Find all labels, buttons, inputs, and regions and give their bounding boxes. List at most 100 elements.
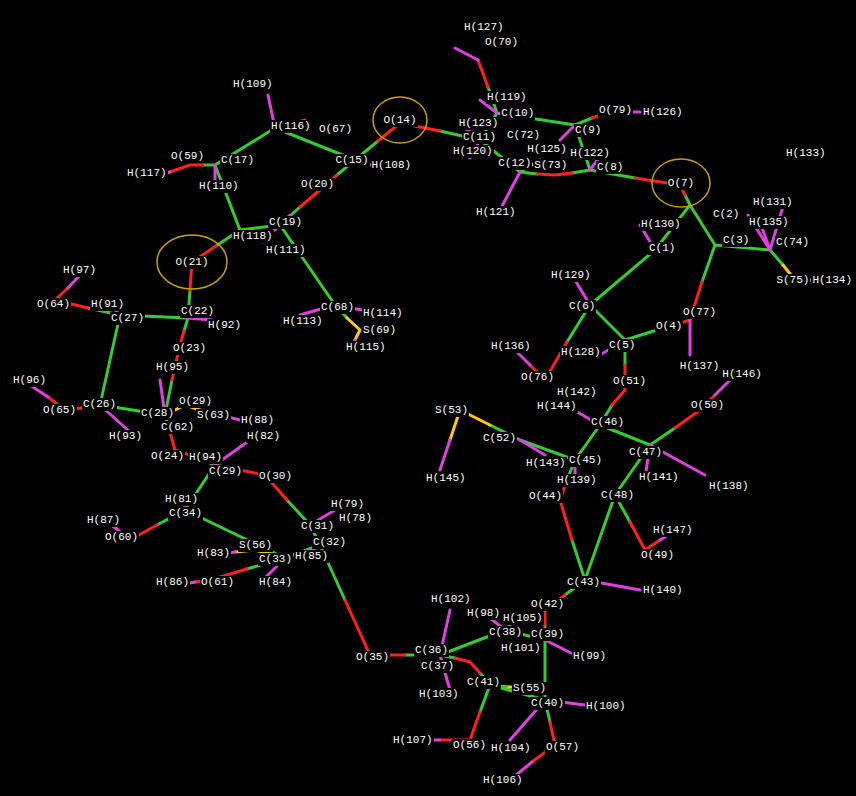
- atom-label: H(123): [458, 117, 500, 130]
- atom-label: H(115): [345, 341, 387, 354]
- atom-label: O(21): [174, 256, 209, 269]
- atom-label: S(75): [775, 274, 810, 287]
- atom-label: H(147): [652, 524, 694, 537]
- atom-label: H(122): [569, 147, 611, 160]
- atom-label: O(70): [484, 36, 519, 49]
- atom-label: H(101): [500, 642, 542, 655]
- atom-label: O(51): [612, 375, 647, 388]
- atom-label: O(49): [640, 549, 675, 562]
- atom-label: C(37): [420, 660, 455, 673]
- atom-label: H(138): [708, 480, 750, 493]
- atom-label: H(105): [502, 612, 544, 625]
- atom-label: C(9): [574, 124, 602, 137]
- atom-label: H(107): [392, 734, 434, 747]
- atom-label: O(76): [520, 371, 555, 384]
- atom-label: H(146): [721, 368, 763, 381]
- atom-label: H(113): [282, 315, 324, 328]
- atom-label: H(95): [155, 361, 190, 374]
- atom-label: O(7): [667, 177, 695, 190]
- atom-label: H(121): [475, 206, 517, 219]
- atom-label: C(2): [712, 208, 740, 221]
- atom-label: O(14): [382, 114, 417, 127]
- atom-label: H(131): [752, 196, 794, 209]
- atom-label: C(10): [500, 107, 535, 120]
- atom-label: H(83): [196, 547, 231, 560]
- ring-outline: [652, 159, 710, 207]
- atom-label: C(28): [140, 407, 175, 420]
- ring-outline: [157, 235, 227, 289]
- atom-label: H(97): [62, 264, 97, 277]
- atom-label: H(119): [486, 91, 528, 104]
- atom-label: O(20): [300, 178, 335, 191]
- atom-label: C(17): [220, 154, 255, 167]
- atom-label: C(45): [568, 454, 603, 467]
- atom-label: O(60): [104, 531, 139, 544]
- atom-label: O(24): [150, 450, 185, 463]
- hydrogen-bonds: [30, 48, 825, 780]
- atom-label: O(57): [545, 741, 580, 754]
- atom-label: O(44): [528, 490, 563, 503]
- atom-label: C(48): [600, 489, 635, 502]
- sulfur-bonds: [175, 160, 810, 688]
- atom-label: H(87): [86, 514, 121, 527]
- atom-label: H(84): [258, 576, 293, 589]
- atom-label: H(104): [490, 742, 532, 755]
- highlight-ring: O(14): [372, 96, 428, 144]
- atom-label: C(46): [590, 416, 625, 429]
- atom-label: S(55): [512, 682, 547, 695]
- highlight-ring: O(7): [651, 158, 711, 208]
- atom-label: H(117): [126, 167, 168, 180]
- atom-label: H(114): [362, 307, 404, 320]
- atom-label: H(100): [585, 700, 627, 713]
- atom-label: H(88): [240, 414, 275, 427]
- carbon-bonds: [82, 87, 783, 722]
- atom-label: O(67): [318, 123, 353, 136]
- atom-label: O(59): [170, 150, 205, 163]
- atom-label: H(144): [536, 400, 578, 413]
- atom-label: C(62): [160, 421, 195, 434]
- atom-label: O(79): [598, 104, 633, 117]
- atom-label: H(85): [294, 550, 329, 563]
- atom-label: C(38): [488, 626, 523, 639]
- oxygen-bonds: [48, 60, 715, 762]
- atom-label: O(30): [258, 470, 293, 483]
- atom-label: O(4): [655, 320, 683, 333]
- atom-label: S(63): [196, 409, 231, 422]
- atom-label: O(56): [452, 739, 487, 752]
- atom-label: O(50): [690, 399, 725, 412]
- atom-label: H(134): [811, 274, 853, 287]
- atom-label: O(65): [42, 404, 77, 417]
- atom-label: H(108): [371, 159, 413, 172]
- atom-label: C(68): [320, 301, 355, 314]
- atom-label: S(56): [238, 539, 273, 552]
- atom-label: C(31): [300, 520, 335, 533]
- atom-label: H(86): [155, 576, 190, 589]
- atom-label: H(135): [748, 216, 790, 229]
- atom-label: H(141): [638, 471, 680, 484]
- atom-label: C(74): [775, 236, 810, 249]
- atom-label: H(142): [556, 386, 598, 399]
- atom-label: H(110): [198, 180, 240, 193]
- atom-label: H(94): [188, 451, 223, 464]
- atom-label: H(118): [232, 230, 274, 243]
- atom-label: H(78): [338, 512, 373, 525]
- atom-label: H(79): [330, 498, 365, 511]
- atom-label: H(103): [418, 688, 460, 701]
- atom-label: S(53): [434, 404, 469, 417]
- atom-label: H(127): [463, 21, 505, 34]
- atom-label: C(40): [530, 697, 565, 710]
- atom-label: O(64): [36, 298, 71, 311]
- atom-label: C(8): [596, 161, 624, 174]
- atom-label: H(125): [526, 143, 568, 156]
- atom-label: C(1): [648, 242, 676, 255]
- atom-label: O(23): [172, 342, 207, 355]
- atom-label: C(43): [566, 576, 601, 589]
- atom-label: H(99): [572, 650, 607, 663]
- atom-label: H(98): [466, 607, 501, 620]
- atom-label: C(3): [722, 234, 750, 247]
- atom-label: O(77): [682, 306, 717, 319]
- atom-label: C(39): [530, 628, 565, 641]
